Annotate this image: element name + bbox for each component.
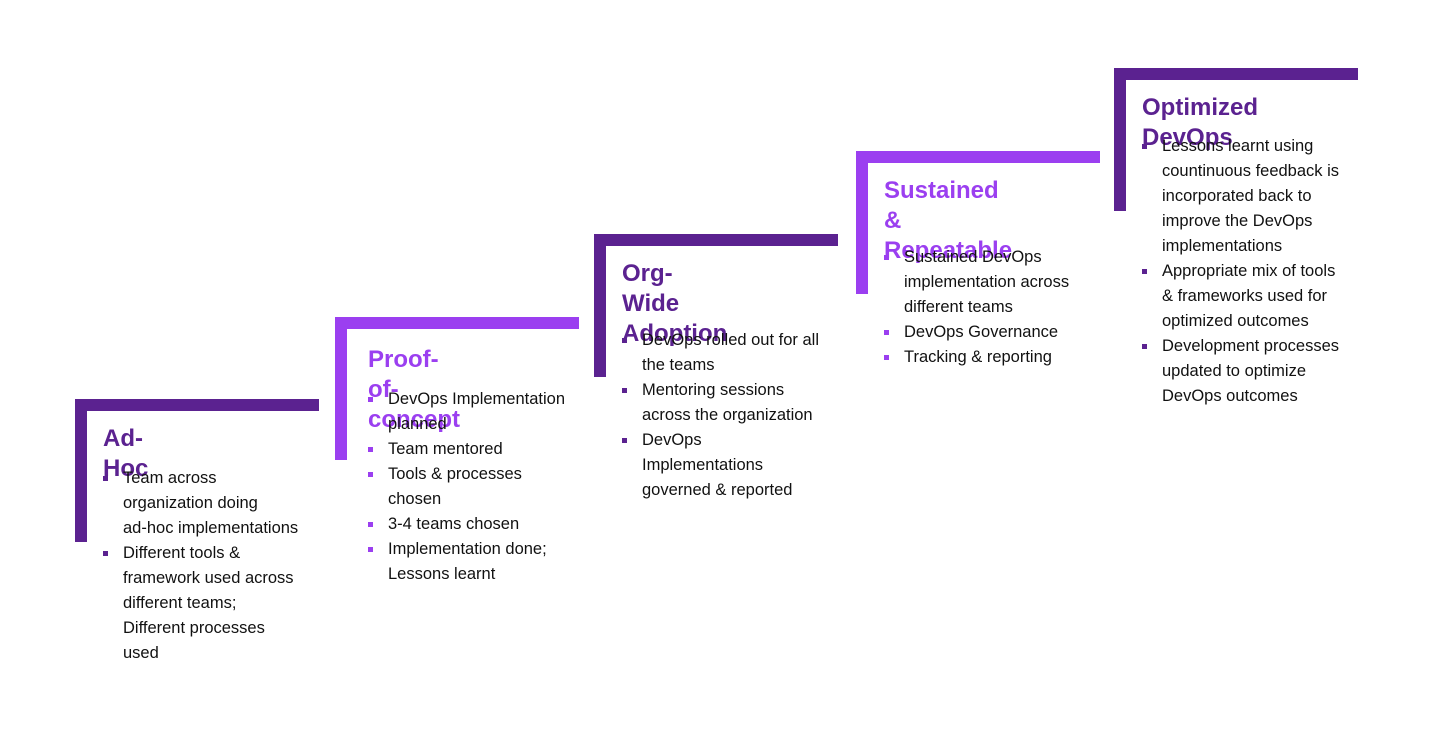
bullet-icon — [1142, 344, 1147, 349]
bullet-icon — [884, 255, 889, 260]
list-item: Implementation done;Lessons learnt — [368, 537, 588, 587]
stage-bracket-left — [594, 234, 606, 377]
stage-bracket-left — [335, 317, 347, 460]
stage-title: Ad-Hoc — [103, 425, 149, 482]
stage-bracket-top — [75, 399, 319, 411]
bullet-icon — [103, 551, 108, 556]
bullet-icon — [368, 547, 373, 552]
bullet-icon — [622, 388, 627, 393]
bullet-icon — [1142, 269, 1147, 274]
bullet-icon — [884, 330, 889, 335]
stage-title: Sustained &Repeatable — [884, 177, 1013, 264]
bullet-icon — [368, 447, 373, 452]
bullet-icon — [884, 355, 889, 360]
stage-title: Optimized DevOps — [1142, 94, 1259, 151]
stage-bracket-left — [75, 399, 87, 542]
stage-bracket-top — [856, 151, 1100, 163]
stage-bracket-top — [1114, 68, 1358, 80]
stage-bracket-left — [1114, 68, 1126, 211]
stage-bracket-top — [594, 234, 838, 246]
list-item: Tracking & reporting — [884, 345, 1109, 370]
bullet-icon — [103, 476, 108, 481]
stage-title: Proof-of-concept — [368, 346, 461, 433]
bullet-icon — [368, 472, 373, 477]
stage-bracket-left — [856, 151, 868, 294]
stage-bracket-top — [335, 317, 579, 329]
list-item: DevOps Governance — [884, 320, 1109, 345]
bullet-icon — [622, 438, 627, 443]
list-item: 3-4 teams chosen — [368, 512, 588, 537]
list-item: Team mentored — [368, 437, 588, 462]
bullet-icon — [368, 397, 373, 402]
list-item: Appropriate mix of tools& frameworks use… — [1142, 259, 1372, 334]
bullet-icon — [368, 522, 373, 527]
bullet-icon — [1142, 144, 1147, 149]
bullet-icon — [622, 338, 627, 343]
